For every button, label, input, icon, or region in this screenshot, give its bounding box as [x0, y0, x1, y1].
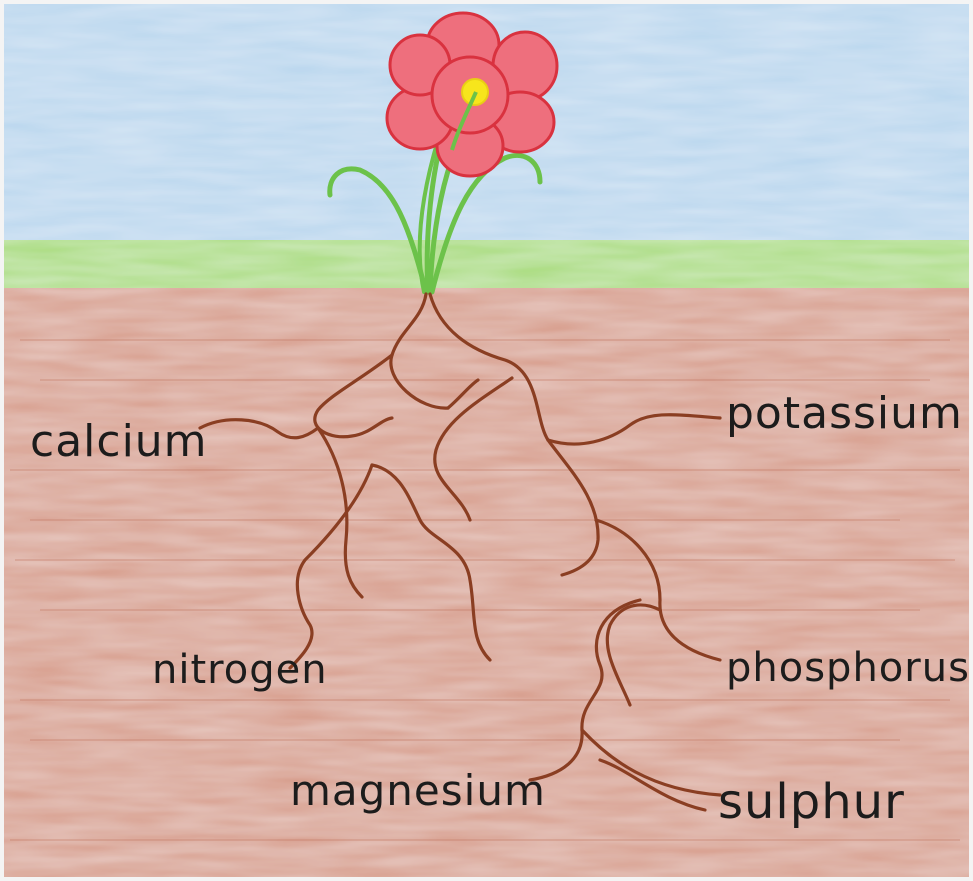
label-calcium: calcium	[30, 420, 208, 464]
grass-strip	[0, 240, 973, 292]
label-phosphorus: phosphorus	[726, 648, 970, 688]
label-potassium: potassium	[726, 392, 963, 436]
label-nitrogen: nitrogen	[152, 650, 328, 690]
label-sulphur: sulphur	[718, 778, 905, 826]
label-magnesium: magnesium	[290, 770, 546, 812]
